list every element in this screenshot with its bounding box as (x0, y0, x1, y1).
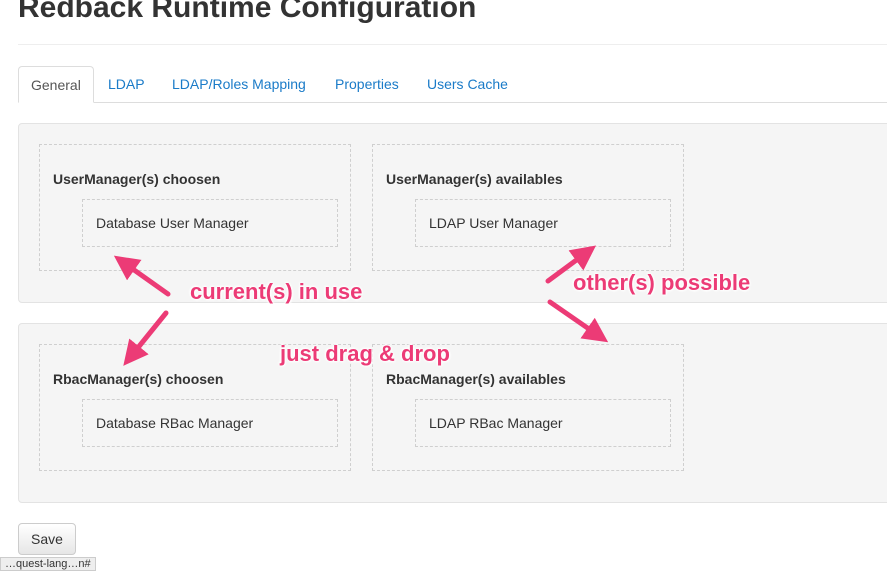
rbac-managers-panel: RbacManager(s) choosen Database RBac Man… (18, 323, 887, 503)
tab-users-cache[interactable]: Users Cache (427, 76, 508, 92)
page-title: Redback Runtime Configuration (18, 0, 477, 24)
rbac-managers-chosen-box[interactable]: RbacManager(s) choosen Database RBac Man… (39, 344, 351, 471)
user-managers-available-box[interactable]: UserManager(s) availables LDAP User Mana… (372, 144, 684, 271)
annotation-current-in-use: current(s) in use (190, 279, 363, 304)
user-managers-panel: UserManager(s) choosen Database User Man… (18, 123, 887, 303)
tab-ldap[interactable]: LDAP (108, 76, 145, 92)
user-managers-chosen-box[interactable]: UserManager(s) choosen Database User Man… (39, 144, 351, 271)
rbac-managers-available-title: RbacManager(s) availables (386, 371, 566, 387)
status-url-tooltip: …quest-lang…n# (0, 557, 96, 571)
tab-properties[interactable]: Properties (335, 76, 399, 92)
rbac-manager-item-ldap[interactable]: LDAP RBac Manager (415, 399, 671, 447)
user-manager-item-ldap[interactable]: LDAP User Manager (415, 199, 671, 247)
user-managers-available-title: UserManager(s) availables (386, 171, 563, 187)
user-manager-item-database[interactable]: Database User Manager (82, 199, 338, 247)
annotation-other-possible: other(s) possible (573, 270, 751, 295)
tab-general[interactable]: General (18, 66, 94, 103)
rbac-managers-chosen-title: RbacManager(s) choosen (53, 371, 224, 387)
rbac-managers-available-box[interactable]: RbacManager(s) availables LDAP RBac Mana… (372, 344, 684, 471)
user-managers-chosen-title: UserManager(s) choosen (53, 171, 221, 187)
title-divider (18, 44, 887, 45)
annotation-drag-drop: just drag & drop (280, 341, 450, 366)
save-button[interactable]: Save (18, 523, 76, 555)
tab-ldap-roles-mapping[interactable]: LDAP/Roles Mapping (172, 76, 306, 92)
rbac-manager-item-database[interactable]: Database RBac Manager (82, 399, 338, 447)
config-tabs: General LDAP LDAP/Roles Mapping Properti… (18, 66, 887, 103)
